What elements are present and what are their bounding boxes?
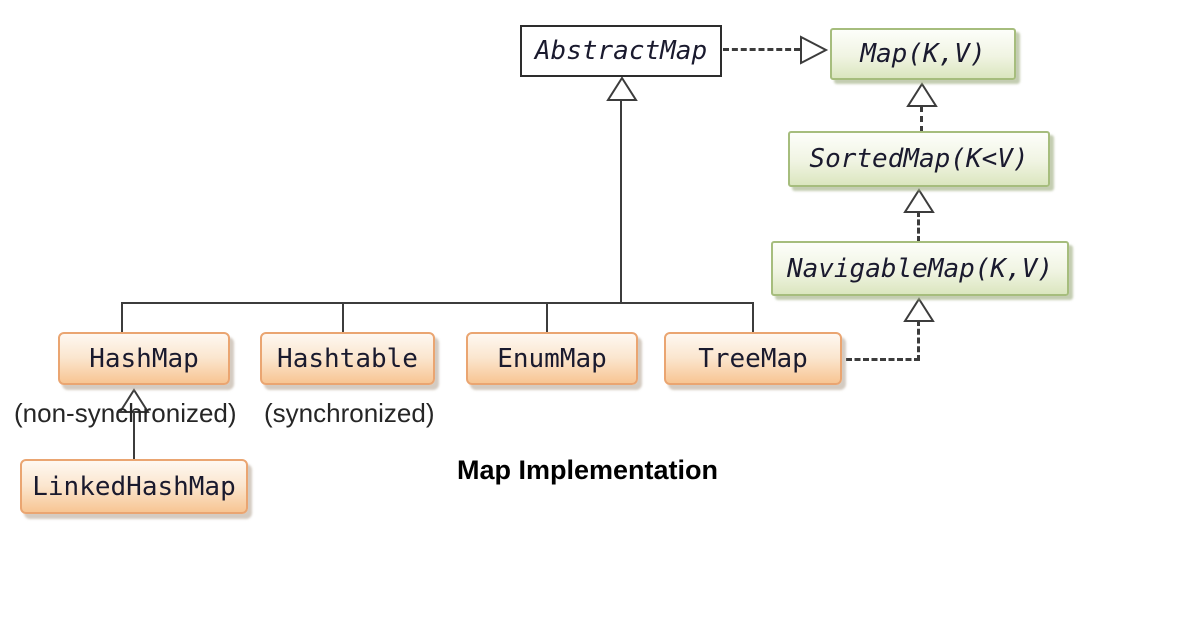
class-box-abstractmap: AbstractMap <box>520 25 722 77</box>
edge-treemap-navigablemap-vertical-dash <box>917 320 920 361</box>
realization-arrowhead-right-icon <box>800 35 829 65</box>
generalization-arrowhead-abstractmap-icon <box>606 76 638 101</box>
class-box-linkedhashmap: LinkedHashMap <box>20 459 248 514</box>
edge-stub-enummap <box>546 302 548 333</box>
edge-abstractmap-map-dash <box>723 48 800 51</box>
edge-stub-treemap <box>752 302 754 333</box>
edge-branch-horizontal <box>122 302 754 304</box>
edge-abstractmap-trunk <box>620 100 622 303</box>
class-box-hashmap: HashMap <box>58 332 230 385</box>
class-box-treemap: TreeMap <box>664 332 842 385</box>
annotation-synchronized: (synchronized) <box>264 398 435 428</box>
class-box-hashtable: Hashtable <box>260 332 435 385</box>
annotation-non-synchronized: (non-synchronized) <box>14 398 237 428</box>
diagram-caption: Map Implementation <box>457 455 719 485</box>
edge-stub-hashtable <box>342 302 344 333</box>
edge-treemap-navigablemap-horizontal-dash <box>846 358 920 361</box>
edge-stub-hashmap <box>121 302 123 333</box>
edge-linkedhashmap-hashmap <box>133 411 135 459</box>
interface-box-map: Map(K,V) <box>830 28 1016 80</box>
interface-box-sortedmap: SortedMap(K<V) <box>788 131 1050 187</box>
edge-navigablemap-sortedmap-dash <box>917 211 920 242</box>
edge-sortedmap-map-dash <box>920 106 923 132</box>
generalization-arrowhead-map-icon <box>906 82 938 107</box>
generalization-arrowhead-hashmap-icon <box>118 388 150 413</box>
generalization-arrowhead-sortedmap-icon <box>903 188 935 213</box>
generalization-arrowhead-navigablemap-icon <box>903 297 935 322</box>
class-box-enummap: EnumMap <box>466 332 638 385</box>
interface-box-navigablemap: NavigableMap(K,V) <box>771 241 1069 296</box>
